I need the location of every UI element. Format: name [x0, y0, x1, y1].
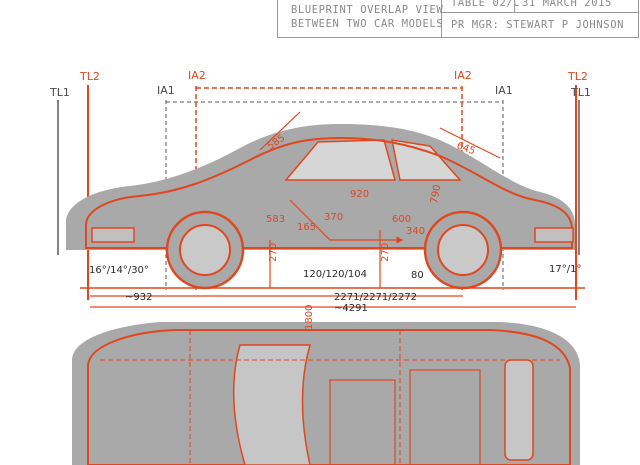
- title-line-1: BLUEPRINT OVERLAP VIEW: [291, 4, 444, 16]
- dim-floor-rear: 340: [406, 226, 425, 237]
- tl1-right-label: TL1: [570, 86, 591, 99]
- dim-rear-seat: 790: [429, 184, 443, 205]
- dim-front-width: 1800: [304, 305, 315, 330]
- dim-ground-front: 270: [268, 243, 279, 262]
- ia1-left-label: IA1: [157, 84, 175, 97]
- ia1-right-label: IA1: [495, 84, 513, 97]
- date-label: 31 MARCH 2015: [522, 0, 612, 9]
- top-body-gray: [72, 322, 580, 465]
- title-block-divider: [514, 0, 515, 13]
- tl2-right-label: TL2: [567, 70, 588, 83]
- rear-seat-top: [409, 369, 481, 465]
- approach-angle: 16°/14°/30°: [89, 265, 149, 276]
- front-bumper: [91, 227, 135, 243]
- dim-wheelbase: 2271/2271/2272: [334, 292, 417, 303]
- front-wheel-inner: [179, 224, 231, 276]
- tl1-left-label: TL1: [49, 86, 70, 99]
- dim-rear-clearance: 80: [411, 270, 424, 281]
- ia2-right-label: IA2: [454, 69, 472, 82]
- windshield-top: [232, 344, 311, 465]
- side-windows: [284, 139, 462, 181]
- dim-seat-depth: 370: [324, 212, 343, 223]
- interior-dimension-lines: [259, 111, 501, 288]
- car-body-outline-red: [85, 136, 573, 249]
- dim-seat-height: 583: [266, 214, 285, 225]
- dim-ground-mid: 270: [380, 243, 391, 262]
- title-line-2: BETWEEN TWO CAR MODELS: [291, 18, 444, 30]
- rear-bumper: [534, 227, 574, 243]
- dim-floor-short: 165: [297, 222, 316, 233]
- side-view: 585 645 583 370 920 600 790 165 340 270 …: [66, 111, 585, 314]
- ia2-left-label: IA2: [188, 69, 206, 82]
- top-view: 1800: [72, 305, 580, 465]
- front-seat-top: [329, 379, 396, 465]
- rear-wheel-inner: [437, 224, 489, 276]
- tl2-left-label: TL2: [79, 70, 100, 83]
- departure-angle: 17°/1°: [549, 264, 581, 275]
- dim-clearance: 120/120/104: [303, 269, 367, 280]
- dim-overall-length: ~4291: [334, 303, 368, 314]
- title-block-ref-row: TABLE 02/C 31 MARCH 2015: [442, 0, 638, 13]
- dim-front-overhang: ~932: [125, 292, 152, 303]
- pr-manager-label: PR MGR: STEWART P JOHNSON: [451, 19, 625, 31]
- title-block: BLUEPRINT OVERLAP VIEW BETWEEN TWO CAR M…: [277, 0, 639, 38]
- rear-window-top: [504, 359, 534, 461]
- title-block-description: BLUEPRINT OVERLAP VIEW BETWEEN TWO CAR M…: [278, 0, 444, 37]
- top-body-outline: [87, 329, 571, 465]
- top-guide-lines: [100, 330, 560, 465]
- dim-back-height: 920: [350, 189, 369, 200]
- dim-cabin-length: 600: [392, 214, 411, 225]
- table-ref: TABLE 02/C: [451, 0, 521, 9]
